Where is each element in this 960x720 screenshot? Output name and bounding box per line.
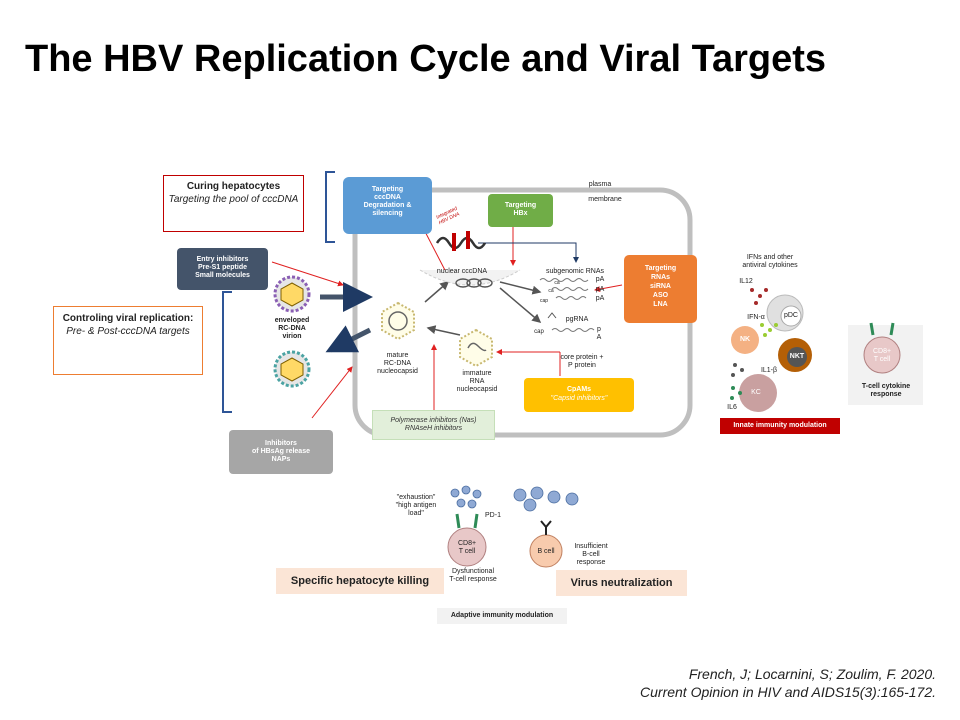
specific-killing-box: Specific hepatocyte killing	[276, 568, 444, 594]
citation-line-1: French, J; Locarnini, S; Zoulim, F. 2020…	[688, 666, 936, 682]
ifn-alpha-label: IFN-α	[747, 314, 765, 321]
il12-label: IL12	[739, 278, 753, 285]
entry-inhibitor-arrow	[271, 261, 344, 287]
virion-cluster	[450, 485, 579, 512]
hbsag-inhibitors-box: Inhibitors of HBsAg release NAPs	[229, 430, 333, 474]
pdc-label: pDC	[783, 312, 798, 319]
subgenomic-rna-icon	[539, 278, 589, 300]
targeting-cccdna-box: Targeting cccDNA Degradation & silencing	[343, 177, 432, 234]
cycle-arrow-3	[499, 287, 542, 323]
bracket-curing	[325, 171, 335, 243]
controlling-title: Controling viral replication:	[62, 313, 194, 324]
kc-cell	[739, 374, 777, 412]
enveloped-virion-label: enveloped RC-DNA virion	[274, 317, 310, 340]
nk-cell	[731, 326, 759, 354]
pa-label-1: pA	[595, 276, 605, 283]
exhaustion-label: "exhaustion" "high antigen load"	[395, 494, 437, 517]
pa-label-3: pA	[595, 295, 605, 302]
pgrna-label: pgRNA	[565, 316, 589, 323]
integrated-dna-icon	[435, 236, 487, 250]
cap-pgrna-label: cap	[534, 329, 544, 335]
pd1-label: PD-1	[485, 512, 501, 519]
dysfunctional-label: Dysfunctional T-cell response	[449, 568, 497, 583]
nk-label: NK	[739, 336, 751, 343]
cd8-tcell-bottom	[447, 527, 487, 567]
integration-arrow	[478, 242, 579, 263]
cycle-arrow-2	[499, 281, 542, 295]
enveloped-virion-icon	[273, 275, 311, 313]
nuclear-cccdna-label: nuclear cccDNA	[436, 268, 488, 275]
controlling-subtitle: Pre- & Post-cccDNA targets	[66, 326, 190, 337]
polymerase-inhibitors-box: Polymerase inhibitors (Nas) RNAseH inhib…	[372, 410, 495, 440]
nkt-label: NKT	[789, 353, 805, 360]
cpams-title: CpAMs	[566, 386, 592, 393]
insufficient-label: Insufficient B-cell response	[574, 543, 608, 566]
subgenomic-rnas-label: subgenomic RNAs	[546, 268, 604, 275]
released-virion-icon	[273, 350, 311, 388]
mature-nucleocapsid-label: mature RC-DNA nucleocapsid	[377, 352, 418, 375]
targeting-hbx-box: Targeting HBx	[488, 194, 553, 227]
cpams-subtitle: "Capsid inhibitors"	[550, 395, 608, 402]
cd8-tcell-right	[863, 336, 901, 374]
il6-label: IL6	[727, 404, 737, 411]
citation: French, J; Locarnini, S; Zoulim, F. 2020…	[436, 665, 936, 701]
ifns-label: IFNs and other antiviral cytokines	[742, 254, 798, 269]
rna-inhibitor-arrow	[594, 284, 623, 293]
immature-nucleocapsid-label: immature RNA nucleocapsid	[456, 370, 498, 393]
hbsag-inhibitor-arrow	[311, 366, 353, 419]
page-title: The HBV Replication Cycle and Viral Targ…	[25, 38, 827, 80]
cd8-right-label: CD8+ T cell	[872, 348, 892, 363]
cycle-arrow-4	[426, 325, 461, 336]
controlling-replication-box: Controling viral replication: Pre- & Pos…	[53, 306, 203, 375]
tcell-cytokine-label: T-cell cytokine response	[861, 383, 911, 398]
immature-nucleocapsid-icon	[459, 328, 493, 368]
membrane-label: membrane	[588, 196, 622, 203]
innate-immunity-label: Innate immunity modulation	[720, 418, 840, 434]
adaptive-immunity-label: Adaptive immunity modulation	[437, 608, 567, 624]
il1b-label: IL1-β	[760, 367, 778, 374]
cycle-arrow-1	[424, 281, 450, 303]
kc-label: KC	[751, 389, 761, 396]
targeting-rnas-box: Targeting RNAs siRNA ASO LNA	[624, 255, 697, 323]
virus-neutralization-box: Virus neutralization	[556, 570, 687, 596]
core-protein-label: core protein + P protein	[560, 354, 604, 369]
cap-label-2: ca	[548, 288, 554, 294]
mature-nucleocapsid-icon	[381, 301, 415, 341]
exit-arrow	[325, 325, 372, 353]
cap-label-3: cap	[539, 298, 549, 304]
cpams-box: CpAMs "Capsid inhibitors"	[524, 378, 634, 412]
cytokine-dots	[730, 288, 778, 400]
pa-label-2: pA	[595, 286, 605, 293]
cd8-bottom-label: CD8+ T cell	[457, 540, 477, 555]
curing-hepatocytes-box: Curing hepatocytes Targeting the pool of…	[163, 175, 304, 232]
entry-inhibitors-box: Entry inhibitors Pre-S1 peptide Small mo…	[177, 248, 268, 290]
plasma-label: plasma	[588, 181, 612, 188]
cccdna-icon	[455, 278, 493, 288]
pgrna-icon	[551, 328, 595, 332]
citation-line-2: Current Opinion in HIV and AIDS15(3):165…	[640, 684, 936, 700]
cap-label-1: ca	[554, 280, 560, 286]
curing-title: Curing hepatocytes	[186, 181, 281, 192]
pa-pgrna-label: p A	[596, 326, 602, 341]
bcell-label: B cell	[537, 548, 555, 555]
bracket-controlling	[222, 291, 232, 413]
curing-subtitle: Targeting the pool of cccDNA	[168, 194, 299, 205]
